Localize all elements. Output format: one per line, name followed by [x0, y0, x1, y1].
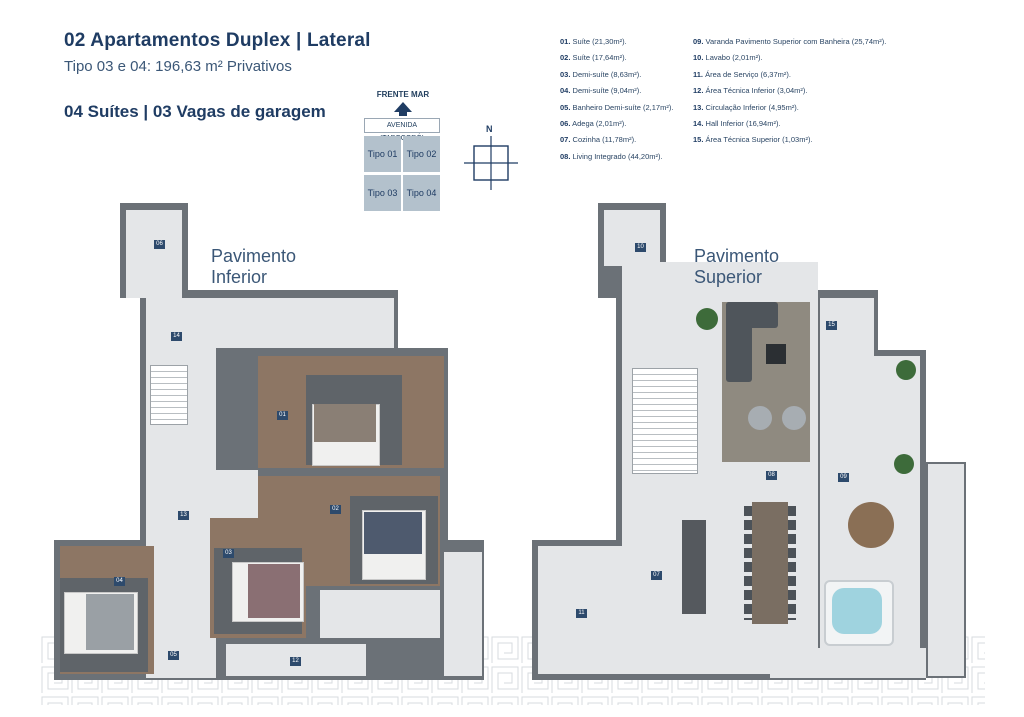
legend-item: 14. Hall Inferior (16,94m²). [693, 119, 781, 129]
room-tag: 13 [178, 511, 189, 520]
kitchen-island [682, 520, 706, 614]
floor-circulation [210, 470, 258, 520]
room-tag: 02 [330, 505, 341, 514]
room-tag: 05 [168, 651, 179, 660]
type-block-2: Tipo 02 [403, 136, 440, 172]
legend-item: 11. Área de Serviço (6,37m²). [693, 69, 791, 79]
bed-cover [86, 594, 134, 650]
type-block-1: Tipo 01 [364, 136, 401, 172]
legend-item: 05. Banheiro Demi-suíte (2,17m²). [560, 102, 674, 112]
legend-item: 12. Área Técnica Inferior (3,04m²). [693, 86, 808, 96]
upper-floor-label: Pavimento Superior [694, 246, 780, 287]
room-tag: 01 [277, 411, 288, 420]
floor-bath-05 [160, 600, 208, 672]
room-tag: 03 [223, 549, 234, 558]
plant-icon [894, 454, 914, 474]
page-subtitle: Tipo 03 e 04: 196,63 m² Privativos [64, 58, 292, 75]
legend-item: 03. Demi-suíte (8,63m²). [560, 69, 642, 79]
plant-icon [896, 360, 916, 380]
balcony [926, 462, 966, 678]
lower-floor-label: Pavimento Inferior [211, 246, 297, 287]
coffee-table [766, 344, 786, 364]
floor-lavabo [604, 210, 660, 266]
room-tag: 07 [651, 571, 662, 580]
type-block-4: Tipo 04 [403, 175, 440, 211]
bed-cover [248, 564, 300, 618]
balcony-lower [770, 648, 926, 678]
balcony [442, 550, 484, 678]
plant-icon [696, 308, 718, 330]
legend-item: 06. Adega (2,01m²). [560, 119, 627, 129]
armchair [748, 406, 772, 430]
type-block-3: Tipo 03 [364, 175, 401, 211]
hot-tub-water [832, 588, 882, 634]
room-tag: 10 [635, 243, 646, 252]
arrow-up-icon [394, 102, 412, 112]
staircase [632, 368, 698, 474]
legend-item: 08. Living Integrado (44,20m²). [560, 151, 663, 161]
floor-bath [214, 298, 394, 348]
floor-bath-02 [320, 590, 440, 638]
north-label: N [486, 124, 493, 134]
bed-cover [314, 404, 376, 442]
room-tag: 04 [114, 577, 125, 586]
features-heading: 04 Suítes | 03 Vagas de garagem [64, 102, 326, 121]
legend-item: 02. Suíte (17,64m²). [560, 53, 627, 63]
legend-item: 10. Lavabo (2,01m²). [693, 53, 763, 63]
street-label: AVENIDA ITAPOCORÓI [364, 118, 440, 142]
staircase [150, 365, 188, 425]
room-tag: 12 [290, 657, 301, 666]
page-title: 02 Apartamentos Duplex | Lateral [64, 30, 371, 51]
dining-table [752, 502, 788, 624]
sofa [726, 302, 752, 382]
legend-item: 04. Demi-suíte (9,04m²). [560, 86, 642, 96]
room-tag: 06 [154, 240, 165, 249]
front-label: FRENTE MAR [376, 90, 430, 99]
bed-cover [364, 512, 422, 554]
legend-column-1: 01. Suíte (21,30m²). 02. Suíte (17,64m²)… [560, 34, 690, 165]
round-table [848, 502, 894, 548]
room-tag: 08 [766, 471, 777, 480]
legend-item: 13. Circulação Inferior (4,95m²). [693, 102, 799, 112]
floor-adega [126, 210, 182, 298]
legend-item: 07. Cozinha (11,78m²). [560, 135, 637, 145]
room-tag: 15 [826, 321, 837, 330]
legend-column-2: 09. Varanda Pavimento Superior com Banhe… [693, 34, 908, 149]
dining-chairs [788, 506, 796, 620]
armchair [782, 406, 806, 430]
arrow-stem [399, 111, 407, 116]
compass-icon [464, 136, 518, 190]
room-tag: 11 [576, 609, 587, 618]
legend-item: 09. Varanda Pavimento Superior com Banhe… [693, 37, 887, 46]
dining-chairs [744, 506, 752, 620]
legend-item: 01. Suíte (21,30m²). [560, 37, 627, 46]
legend-item: 15. Área Técnica Superior (1,03m²). [693, 135, 813, 145]
room-tag: 14 [171, 332, 182, 341]
room-tag: 09 [838, 473, 849, 482]
